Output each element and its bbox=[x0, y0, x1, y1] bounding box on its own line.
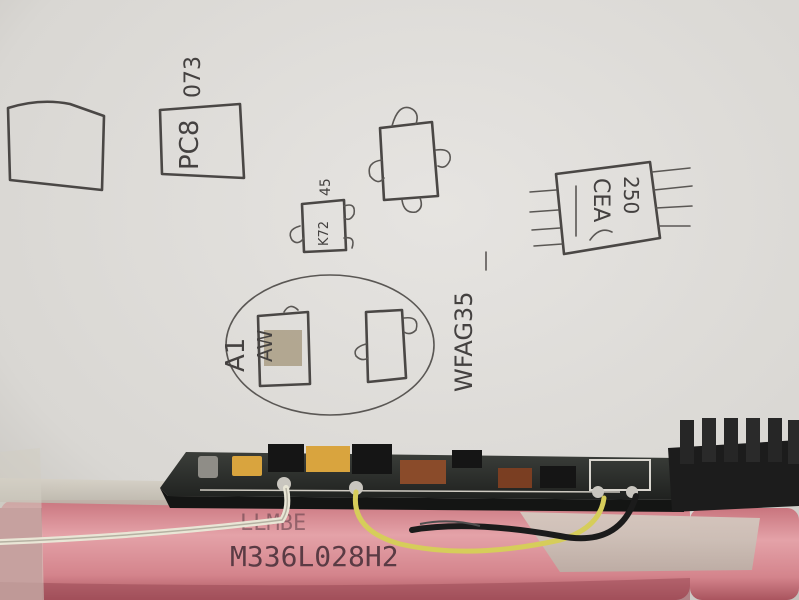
pcb-board bbox=[160, 444, 684, 512]
sketch-chip-cea: CEA 250 bbox=[529, 160, 693, 256]
wire-white-shade bbox=[0, 487, 289, 543]
sketch-oval-region: AW A1 bbox=[221, 274, 435, 416]
pcb-silkscreen-box bbox=[589, 459, 651, 491]
pcb-edge bbox=[160, 488, 684, 512]
pcb-capacitor-grey bbox=[198, 456, 218, 478]
wire-black bbox=[409, 493, 639, 542]
wire-yellow bbox=[352, 489, 607, 554]
heatsink-fin-4 bbox=[746, 418, 760, 462]
chip-cea-label: CEA bbox=[588, 178, 613, 222]
battery-cell-main bbox=[0, 500, 690, 600]
wire-black-highlight bbox=[419, 520, 481, 527]
chip-pc8-code: 073 bbox=[181, 56, 206, 98]
pcb-resistor-array bbox=[400, 460, 446, 484]
circle-label-a1: A1 bbox=[221, 338, 251, 372]
pcb-silkscreen-line bbox=[199, 489, 621, 493]
heatsink-fin-1 bbox=[680, 420, 694, 464]
chip-cea-code: 250 bbox=[619, 176, 643, 214]
battery-shadow bbox=[0, 578, 690, 600]
sketch-chip-pc8: PC8 073 bbox=[158, 56, 246, 180]
chip-aw-label: AW bbox=[253, 329, 277, 362]
tape-strip-edge bbox=[0, 448, 44, 600]
pcb-pad-solder-2 bbox=[306, 446, 350, 472]
chip-pc8-label: PC8 bbox=[175, 120, 205, 170]
heatsink-fin-2 bbox=[702, 418, 716, 462]
heatsink-body bbox=[668, 440, 799, 512]
chip-k72-label: K72 bbox=[317, 221, 332, 246]
tape-strip-left bbox=[0, 478, 210, 506]
heatsink bbox=[668, 418, 799, 512]
heatsink-fin-3 bbox=[724, 418, 738, 462]
pcb-solder-joint-2 bbox=[349, 481, 363, 495]
pcb-pad-solder-1 bbox=[232, 456, 262, 476]
chip-aw-shading bbox=[264, 330, 302, 366]
side-label-wfag35: WFAG35 bbox=[450, 292, 478, 392]
pcb-solder-joint-3 bbox=[592, 486, 604, 498]
sketch-chip-k72: K72 45 bbox=[289, 178, 356, 254]
battery-print-bottom: M336L028H2 bbox=[230, 540, 399, 573]
heatsink-fin-5 bbox=[768, 418, 782, 462]
chip-k72-code: 45 bbox=[318, 178, 334, 196]
pcb-chip-2 bbox=[352, 444, 392, 474]
pcb-chip-4 bbox=[540, 466, 576, 488]
pcb-chip-3 bbox=[452, 450, 482, 468]
sketch-outline-left bbox=[6, 100, 106, 192]
pcb-resistor-1 bbox=[498, 468, 532, 488]
tape-strip-right bbox=[520, 512, 760, 572]
sketch-chip-bumped bbox=[368, 106, 452, 214]
pcb-chip-1 bbox=[268, 444, 304, 472]
heatsink-fin-6 bbox=[788, 420, 799, 464]
